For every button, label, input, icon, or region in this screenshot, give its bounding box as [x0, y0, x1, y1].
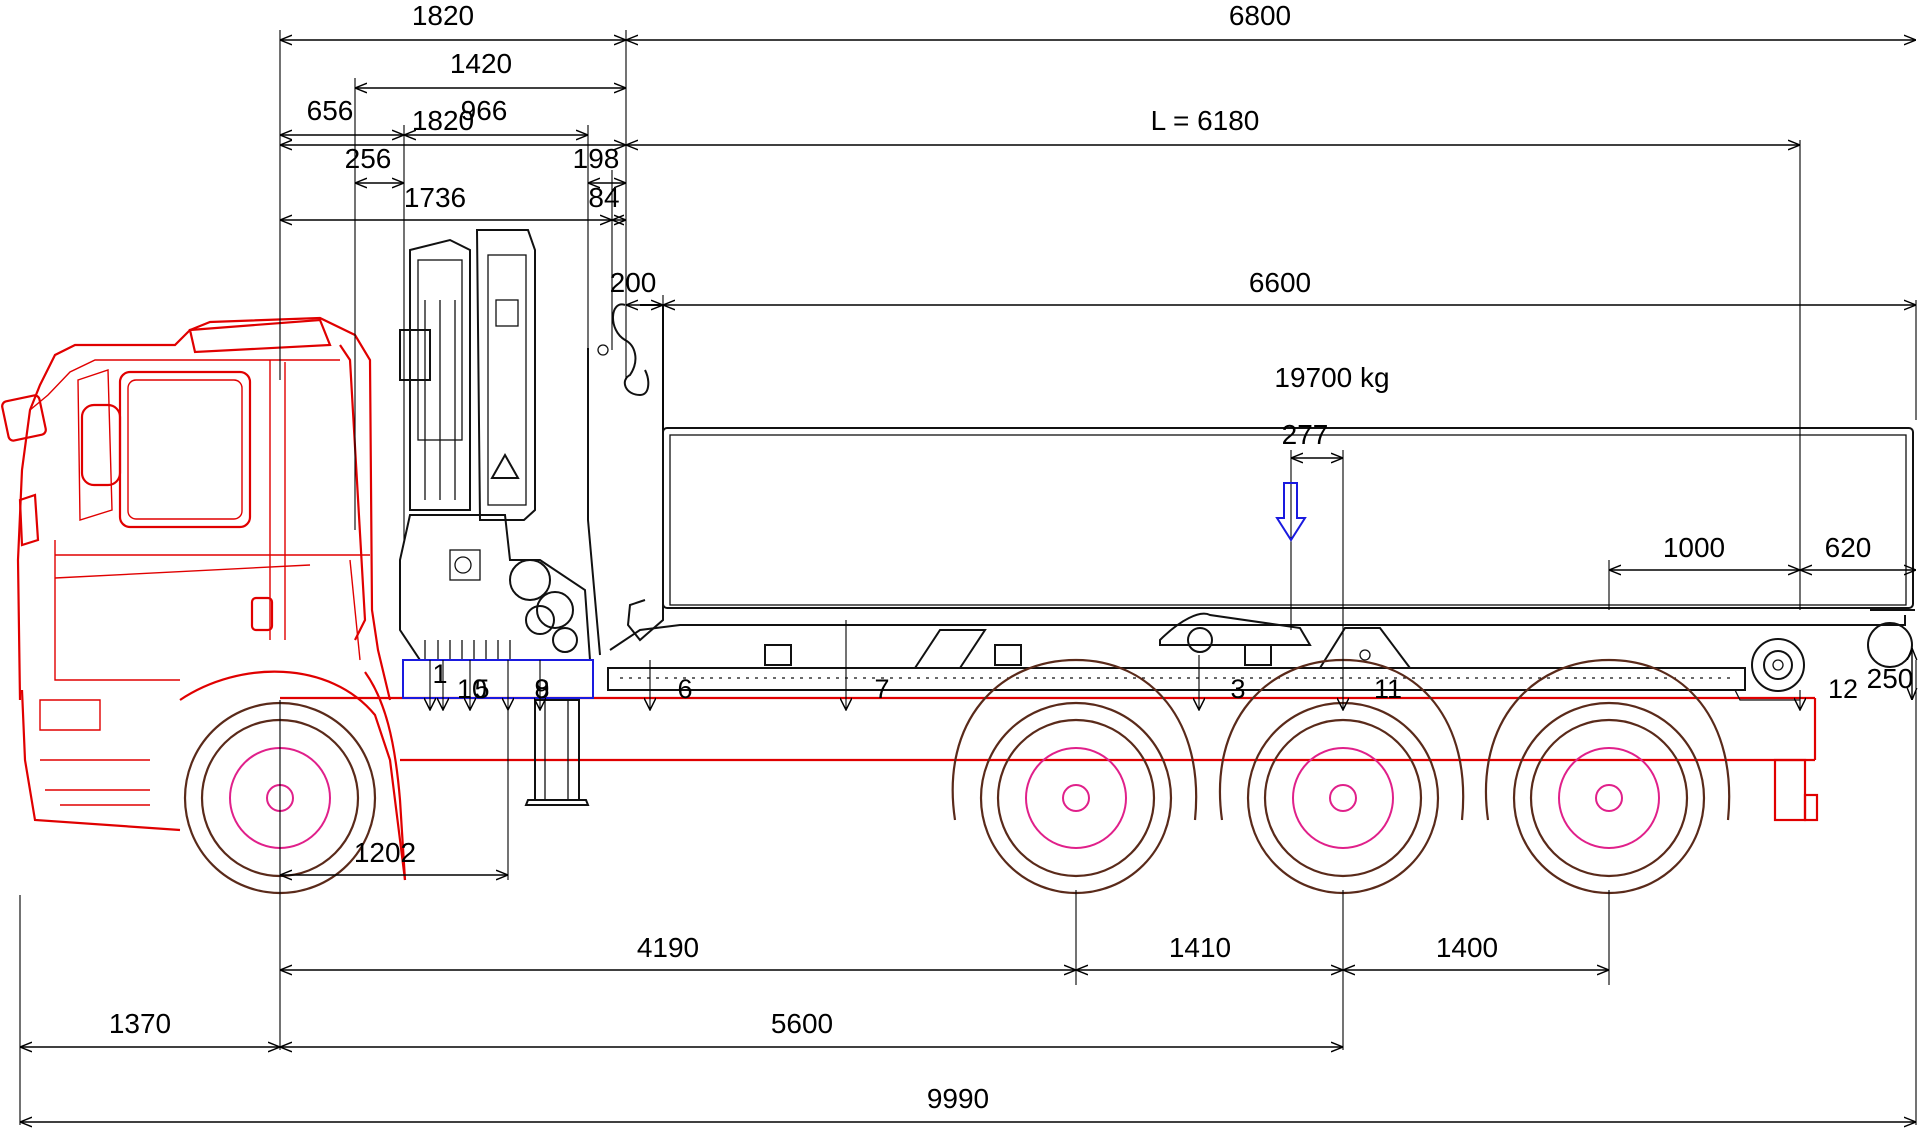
marker-5: 5 — [474, 674, 489, 704]
dim-crane-gap-c: 84 — [588, 182, 619, 213]
marker-10: 10 — [457, 674, 487, 704]
dim-rear-section: 1000 — [1663, 532, 1725, 563]
dim-hook-offset: 200 — [610, 267, 657, 298]
dim-crane-span: 1736 — [404, 182, 466, 213]
dim-body-length-overall: 6800 — [1229, 0, 1291, 31]
marker-12: 12 — [1828, 674, 1858, 704]
dim-wheelbase-3: 1400 — [1436, 932, 1498, 963]
dim-wheelbase-total: 5600 — [771, 1008, 833, 1039]
dim-container-length: 6600 — [1249, 267, 1311, 298]
dim-rear-height: 250 — [1867, 663, 1914, 694]
position-marker-labels: 1 10 5 8 9 6 7 3 11 12 — [432, 659, 1858, 704]
rear-wheel-2 — [1218, 658, 1465, 895]
rear-wheel-3 — [1484, 658, 1731, 895]
dim-crane-mount-b: 966 — [461, 95, 508, 126]
container-body — [607, 304, 1915, 701]
marker-11: 11 — [1374, 674, 1402, 704]
dim-front-axle-to-support: 1202 — [354, 837, 416, 868]
dim-crane-gap-b: 198 — [573, 143, 620, 174]
load-weight: 19700 kg — [1274, 362, 1389, 393]
marker-7: 7 — [874, 674, 889, 704]
dimension-labels: 1820 6800 1420 656 1820 966 L = 6180 256… — [109, 0, 1914, 1114]
rear-wheel-1 — [951, 658, 1198, 895]
chassis-frame — [280, 696, 1819, 822]
dim-crane-gap-a: 256 — [345, 143, 392, 174]
crane — [399, 229, 650, 806]
dim-crane-width-outer: 1420 — [450, 48, 512, 79]
marker-8: 8 — [534, 674, 549, 704]
dim-body-inner-length: L = 6180 — [1151, 105, 1260, 136]
position-markers — [430, 620, 1800, 710]
dim-overall-length: 9990 — [927, 1083, 989, 1114]
truck-cab — [1, 316, 407, 881]
dimension-lines — [20, 40, 1916, 1122]
crane-base-box — [402, 659, 594, 699]
marker-1: 1 — [432, 659, 447, 689]
marker-3: 3 — [1230, 674, 1245, 704]
dim-wheelbase-2: 1410 — [1169, 932, 1231, 963]
dim-rear-overhang-top: 620 — [1825, 532, 1872, 563]
load-arrow — [1275, 482, 1307, 542]
dim-cab-to-crane-a: 656 — [307, 95, 354, 126]
dim-load-offset: 277 — [1282, 419, 1329, 450]
extension-lines — [19, 30, 1917, 1125]
dim-crane-to-body-front: 1820 — [412, 0, 474, 31]
dim-front-overhang: 1370 — [109, 1008, 171, 1039]
dim-crane-mount-a: 1820 — [412, 105, 474, 136]
marker-9: 9 — [534, 674, 549, 704]
dim-wheelbase-1: 4190 — [637, 932, 699, 963]
marker-6: 6 — [677, 674, 692, 704]
